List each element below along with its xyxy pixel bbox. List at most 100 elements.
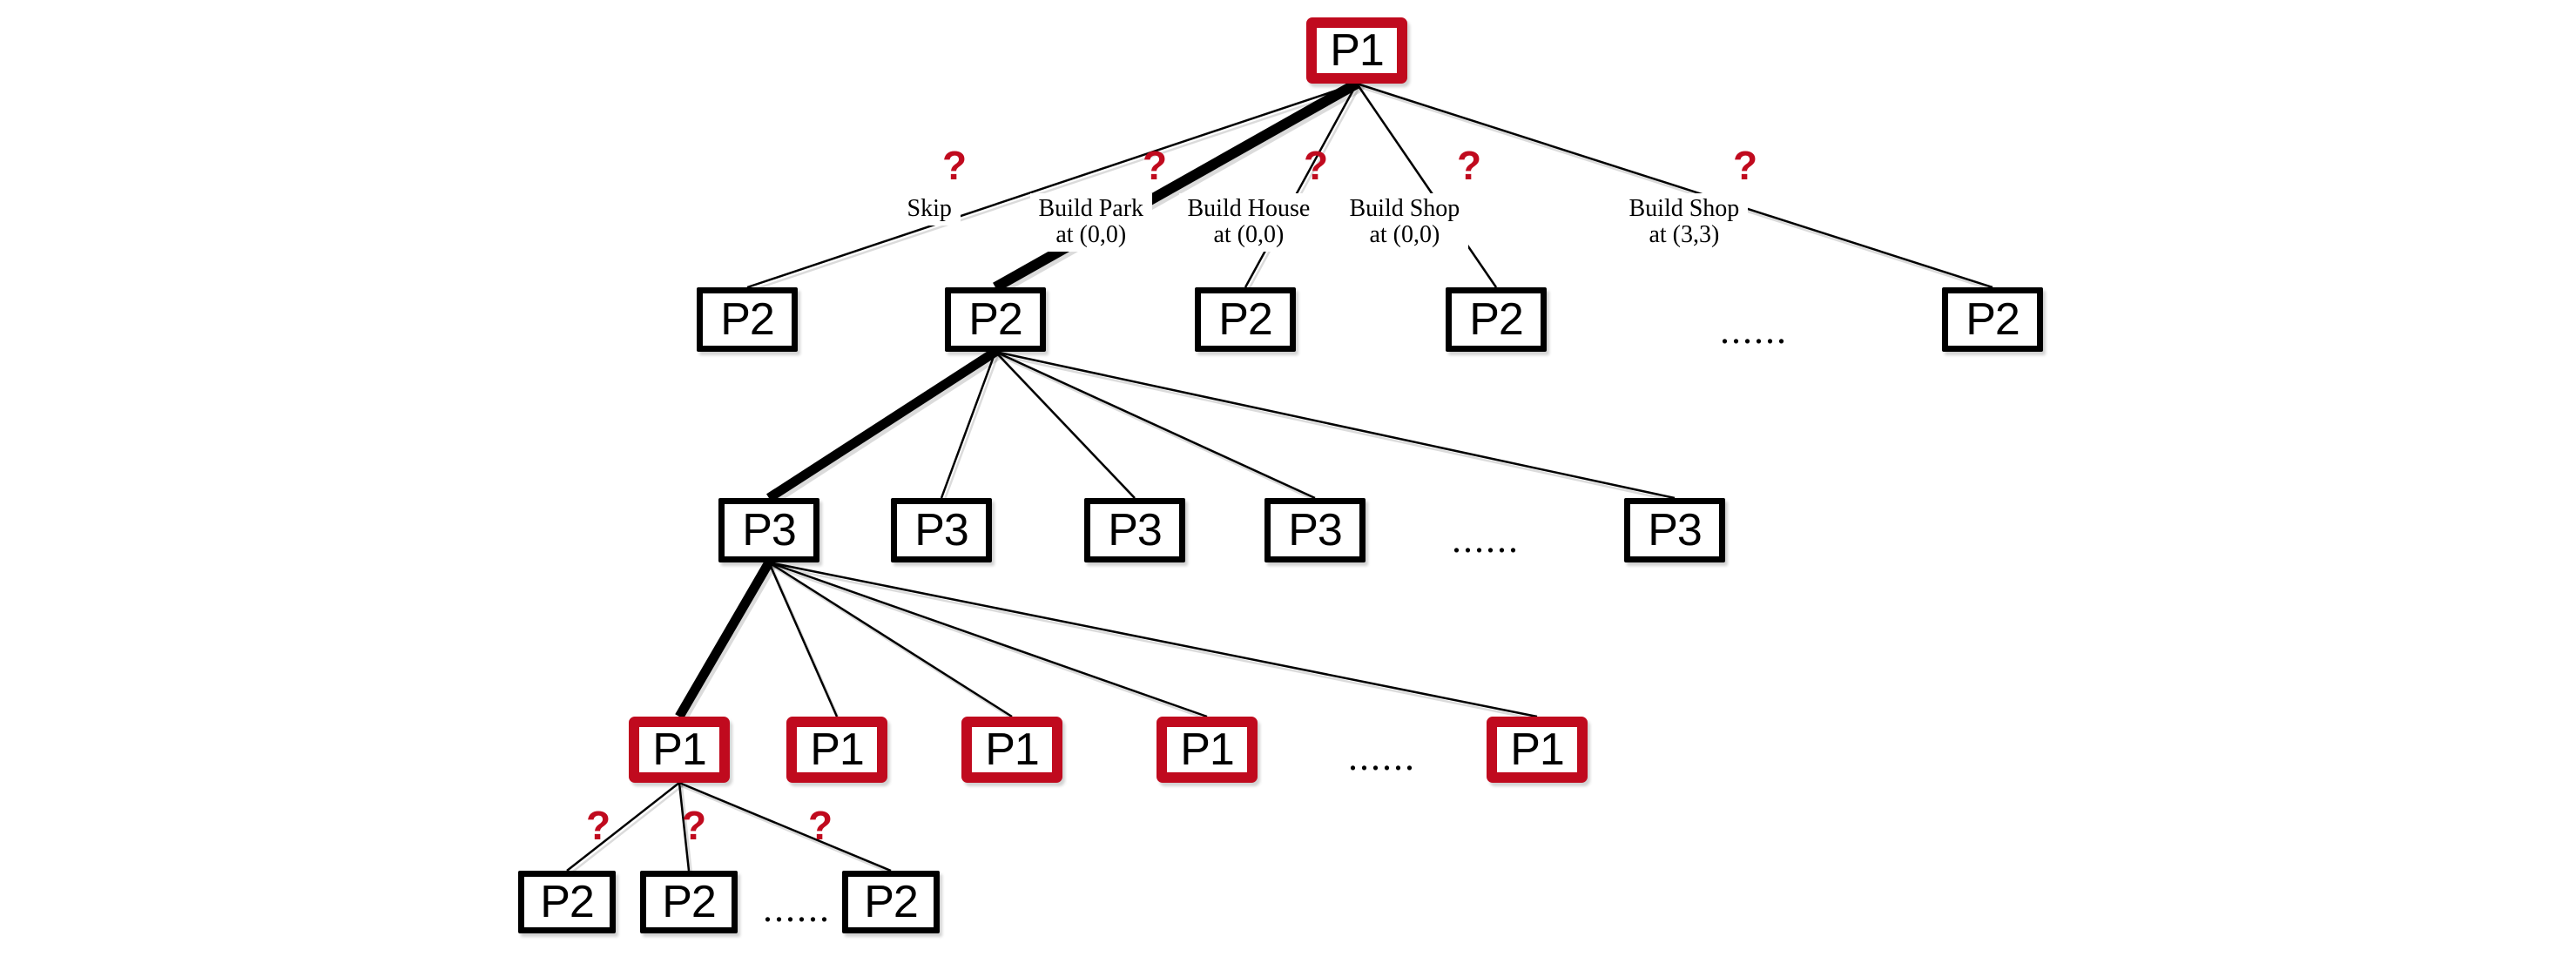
edge-p1a-to-p2-b-group [678,782,693,876]
node-label-l1-p2-e: P2 [1966,294,2020,345]
node-label-l2-p3-d: P3 [1288,505,1343,556]
node-l3-p1-c[interactable]: P1 [961,717,1062,783]
edge-p1a-to-p2-c [678,781,892,872]
node-label-l4-p2-b: P2 [662,877,717,927]
edge-root-to-p2-d [1355,83,1498,288]
edge-label-skip: Skip [898,193,961,226]
ellipsis-level-1: ...... [1720,309,1788,352]
edge-root-to-p2-e [1356,82,1993,289]
node-l4-p2-c[interactable]: P2 [842,871,940,933]
edge-p2b-to-p3-d-group [995,350,1319,503]
ellipsis-level-2: ...... [1452,518,1520,561]
ellipsis-level-4: ...... [763,887,831,930]
edge-p2b-to-p3-d [995,350,1316,500]
node-l3-p1-a[interactable]: P1 [629,717,730,783]
edge-root-to-p2-a-group [746,82,1361,293]
node-label-l4-p2-a: P2 [540,877,595,927]
node-l1-p2-a[interactable]: P2 [697,287,798,352]
node-l4-p2-b[interactable]: P2 [640,871,738,933]
node-l4-p2-a[interactable]: P2 [518,871,616,933]
edge-label-build-park-0-0-line2: at (0,0) [1055,221,1127,248]
edge-label-build-shop-0-0-line2: at (0,0) [1369,221,1440,248]
edge-p3a-to-p1-c-group [768,561,1016,722]
edge-p2b-to-p3-b-group [940,351,1000,503]
node-l2-p3-c[interactable]: P3 [1084,498,1185,562]
node-l3-p1-e[interactable]: P1 [1487,717,1588,783]
node-label-l3-p1-d: P1 [1180,724,1235,775]
edge-p3a-to-p1-a-group [675,560,777,725]
node-label-l1-p2-c: P2 [1218,294,1273,345]
node-label-l4-p2-c: P2 [864,877,919,927]
edge-p2b-to-p3-a-group [766,347,1003,507]
edge-p1a-to-p2-a [566,782,680,872]
edge-label-build-house-0-0-line2: at (0,0) [1213,221,1285,248]
edge-p3a-to-p1-b [767,562,839,717]
node-label-l3-p1-c: P1 [985,724,1040,775]
node-label-l3-p1-b: P1 [810,724,865,775]
edge-p1a-to-p2-a-group [566,782,684,876]
edge-label-build-house-0-0-line1: Build House [1187,195,1311,222]
edge-p3a-to-p1-d-group [768,561,1211,722]
edge-root-to-p2-b [993,78,1359,293]
edge-label-build-park-0-0-line1: Build Park [1038,195,1144,222]
qmark-build-house: ? [1304,143,1329,188]
node-label-l1-p2-b: P2 [968,294,1023,345]
edge-label-skip-line1: Skip [907,195,952,222]
node-l2-p3-a[interactable]: P3 [718,498,819,562]
node-label-l3-p1-e: P1 [1510,724,1565,775]
node-label-l2-p3-a: P3 [742,505,797,556]
node-label-l2-p3-e: P3 [1648,505,1703,556]
node-root-p1[interactable]: P1 [1306,17,1407,84]
node-l2-p3-e[interactable]: P3 [1624,498,1725,562]
qmark-build-park: ? [1143,143,1168,188]
node-l1-p2-e[interactable]: P2 [1942,287,2043,352]
node-label-l1-p2-a: P2 [720,294,775,345]
node-label-root-p1: P1 [1330,25,1385,76]
qmark-build-shop-0-0: ? [1457,143,1482,188]
edge-p2b-to-p3-c [995,351,1136,499]
node-l2-p3-d[interactable]: P3 [1264,498,1366,562]
edge-p3a-to-p1-e [768,561,1538,718]
edge-root-to-p2-b-group [993,78,1365,296]
edge-p2b-to-p3-a [766,347,998,502]
qmark-l3-edge-1: ? [586,803,611,848]
edge-label-build-shop-3-3-line2: at (3,3) [1649,221,1720,248]
node-l3-p1-d[interactable]: P1 [1157,717,1258,783]
edge-label-build-shop-0-0-line1: Build Shop [1349,195,1460,222]
edge-p1a-to-p2-c-group [678,781,895,876]
qmark-skip: ? [942,143,968,188]
qmark-l3-edge-3: ? [808,803,833,848]
node-l1-p2-c[interactable]: P2 [1195,287,1296,352]
node-l1-p2-d[interactable]: P2 [1446,287,1547,352]
edge-root-to-p2-c [1244,83,1359,288]
edge-root-to-p2-c-group [1244,83,1361,293]
node-l2-p3-b[interactable]: P3 [891,498,992,562]
edge-p3a-to-p1-b-group [767,562,841,722]
edge-root-to-p2-a [746,82,1358,289]
ellipsis-level-3: ...... [1348,736,1416,778]
edge-label-build-shop-3-3-line1: Build Shop [1629,195,1740,222]
edge-p2b-to-p3-e [995,350,1676,500]
node-label-l2-p3-c: P3 [1108,505,1163,556]
node-label-l3-p1-a: P1 [652,724,707,775]
edge-p3a-to-p1-c [768,561,1013,718]
edge-p1a-to-p2-b [678,782,691,872]
node-label-l1-p2-d: P2 [1469,294,1524,345]
edge-p3a-to-p1-d [768,561,1208,718]
edge-p2b-to-p3-b [940,351,997,499]
edge-p2b-to-p3-e-group [995,350,1679,503]
node-l3-p1-b[interactable]: P1 [786,717,887,783]
node-l1-p2-b[interactable]: P2 [945,287,1046,352]
node-label-l2-p3-b: P3 [914,505,969,556]
edge-root-to-p2-e-group [1356,82,1997,293]
qmark-build-shop-3-3: ? [1733,143,1758,188]
edge-p2b-to-p3-c-group [995,351,1139,503]
qmark-l3-edge-2: ? [682,803,707,848]
edge-p3a-to-p1-a [675,560,773,719]
